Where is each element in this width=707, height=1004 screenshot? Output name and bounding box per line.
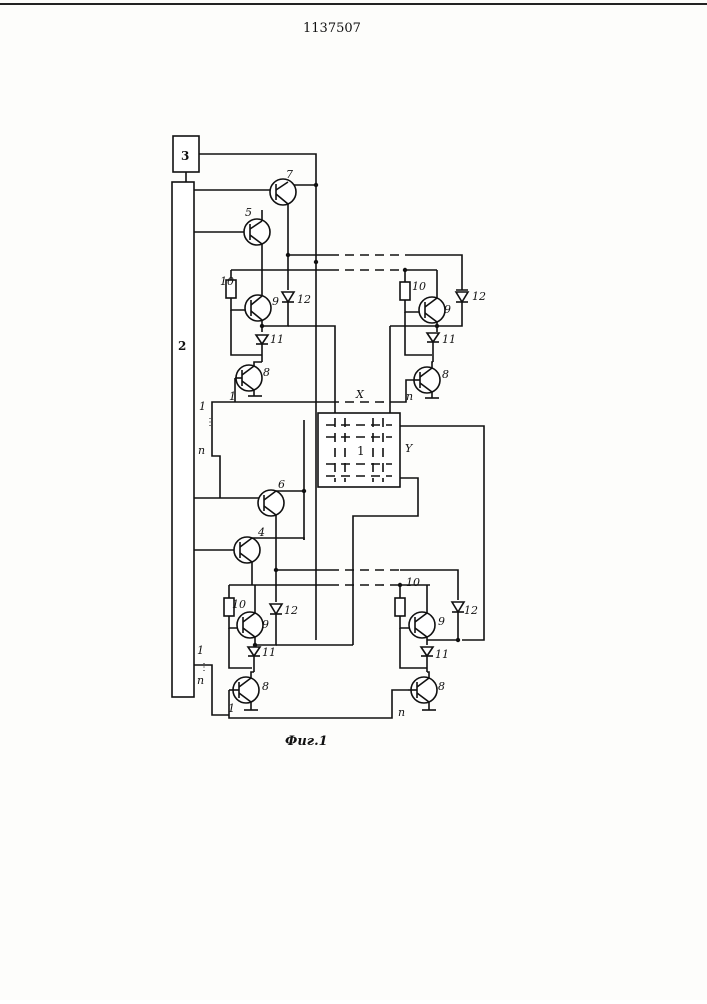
- output-dots-lower: ⋮: [199, 662, 209, 673]
- d11-c-label: 11: [262, 646, 276, 659]
- diode-11-b: [427, 333, 439, 342]
- diode-12-c: [270, 604, 282, 614]
- axis-x-label: X: [355, 388, 365, 401]
- t8-b-label: 8: [442, 368, 449, 381]
- d12-b-label: 12: [472, 290, 486, 303]
- r10-d-label: 10: [406, 576, 420, 589]
- diode-11-d: [421, 647, 433, 656]
- wire: [212, 402, 232, 420]
- wire: [251, 672, 254, 678]
- junction: [253, 643, 257, 647]
- r10-a-label: 10: [220, 275, 234, 288]
- diode-12-a: [282, 292, 294, 302]
- r10-c-label: 10: [232, 598, 246, 611]
- t8-d-label: 8: [438, 680, 445, 693]
- axis-y-label: Y: [405, 442, 414, 455]
- junction: [314, 260, 318, 264]
- block-3-label: 3: [181, 149, 189, 163]
- junction: [314, 183, 318, 187]
- t9-a-label: 9: [272, 295, 279, 308]
- d11-a-label: 11: [270, 333, 284, 346]
- diode-12-d: [452, 602, 464, 612]
- resistor-10-b: [400, 282, 410, 300]
- t7-label: 7: [286, 168, 293, 181]
- output-n-lower: n: [197, 674, 204, 687]
- wire: [212, 420, 220, 498]
- figure-caption: Фиг.1: [285, 734, 328, 749]
- patent-number: 1137507: [303, 21, 361, 36]
- t9-b-label: 9: [444, 303, 451, 316]
- diode-11-a: [256, 335, 268, 344]
- t5-label: 5: [245, 206, 252, 219]
- diode-11-c: [248, 647, 260, 656]
- junction: [260, 324, 264, 328]
- bus-n-lower: n: [398, 706, 405, 719]
- wire: [353, 478, 418, 645]
- t6-label: 6: [278, 478, 285, 491]
- output-1-lower: 1: [197, 644, 204, 657]
- wire: [252, 538, 304, 540]
- t8-c-label: 8: [262, 680, 269, 693]
- block-2: [172, 182, 194, 697]
- d11-d-label: 11: [435, 648, 449, 661]
- junction: [456, 638, 460, 642]
- junction: [435, 324, 439, 328]
- output-1-upper: 1: [199, 400, 206, 413]
- output-n-upper: n: [198, 444, 205, 457]
- bus-n-upper: n: [406, 390, 413, 403]
- t9-c-label: 9: [262, 618, 269, 631]
- t4-label: 4: [257, 526, 265, 539]
- output-dots-upper: ⋮: [205, 417, 215, 428]
- t8-a-label: 8: [263, 366, 270, 379]
- r10-b-label: 10: [412, 280, 426, 293]
- wire: [254, 362, 262, 366]
- d12-a-label: 12: [297, 293, 311, 306]
- block-2-label: 2: [178, 339, 186, 353]
- transistor-7: [270, 179, 296, 205]
- t9-d-label: 9: [438, 615, 445, 628]
- diode-12-b: [456, 292, 468, 302]
- d11-b-label: 11: [442, 333, 456, 346]
- block-1-label: 1: [357, 444, 365, 458]
- d12-c-label: 12: [284, 604, 298, 617]
- d12-d-label: 12: [464, 604, 478, 617]
- wire: [432, 362, 433, 368]
- resistor-10-d: [395, 598, 405, 616]
